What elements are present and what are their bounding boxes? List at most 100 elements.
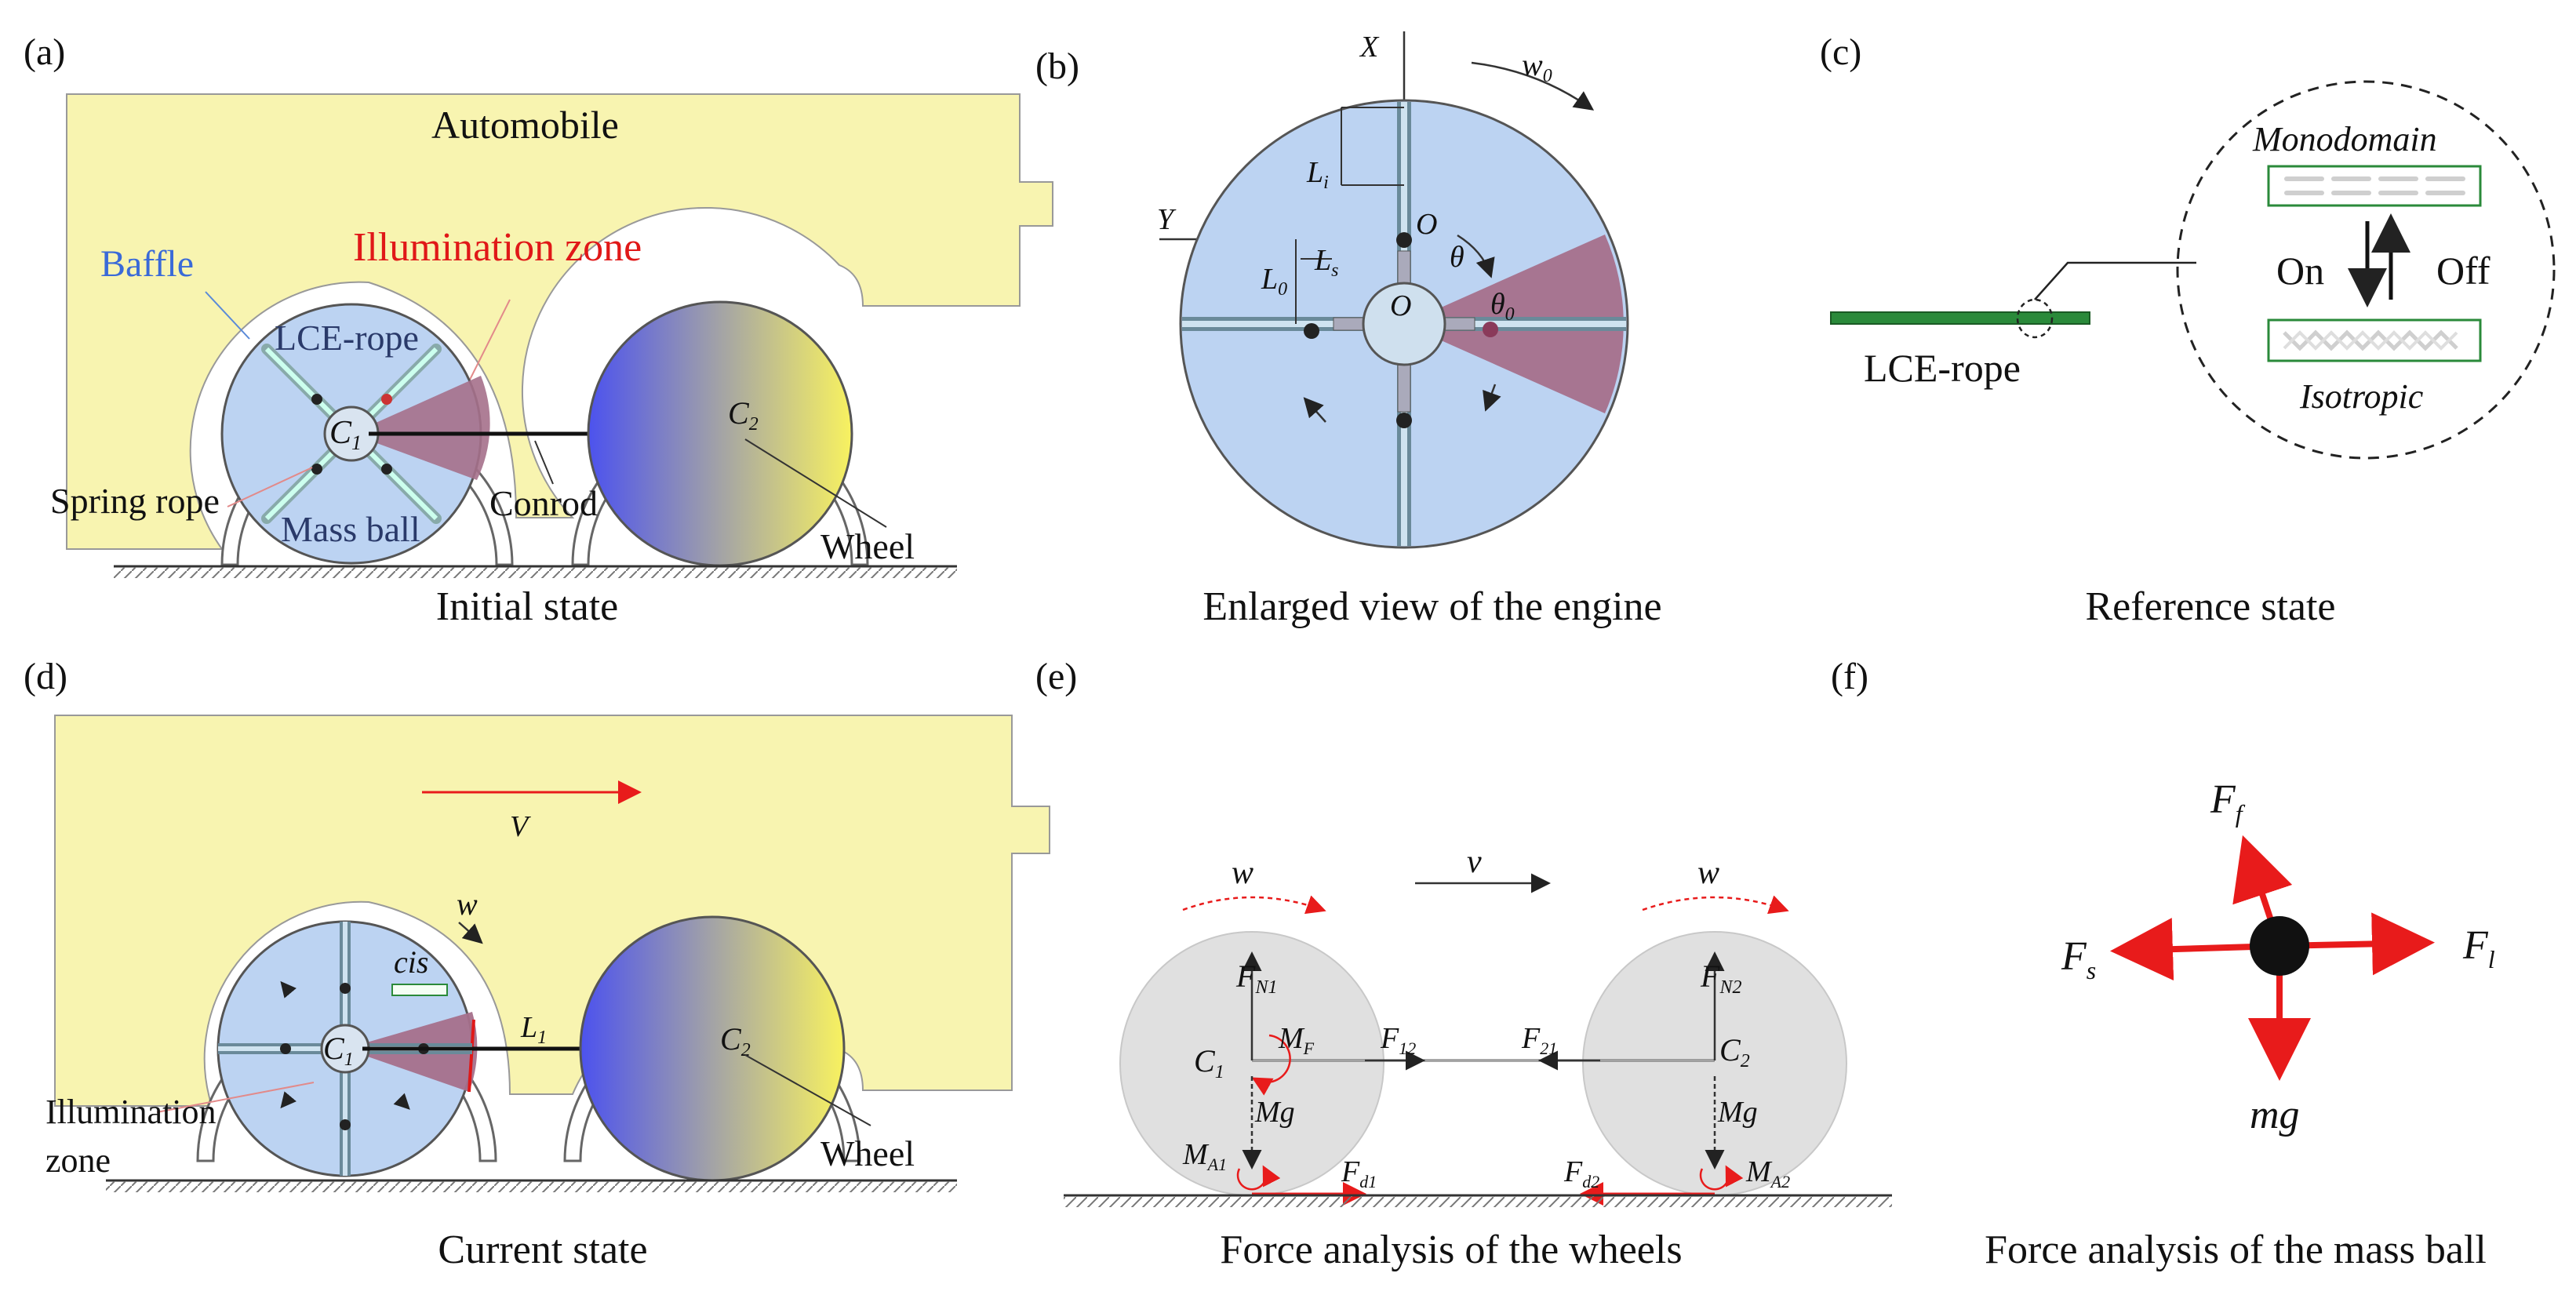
c1-label-d: C1 <box>323 1031 354 1070</box>
f12-label: F12 <box>1380 1022 1416 1058</box>
lce-rope-bar <box>1830 311 2090 325</box>
panel-a-letter: (a) <box>24 31 65 73</box>
baffle-leader <box>205 291 250 340</box>
conrod-leader <box>534 440 554 485</box>
ma2-label: MA2 <box>1745 1155 1790 1191</box>
mass-ball-b-bottom <box>1396 413 1412 428</box>
li-label: Li <box>1306 156 1329 193</box>
on-label: On <box>2276 249 2324 293</box>
fs-label: Fs <box>2061 934 2096 984</box>
w0-arrow <box>1471 61 1595 111</box>
c2-label-a: C2 <box>728 395 759 435</box>
automobile-label: Automobile <box>431 103 619 147</box>
zone-leader <box>464 299 511 391</box>
l0-label: L0 <box>1261 263 1287 300</box>
y-axis-label-b: Y <box>1157 203 1177 236</box>
panel-e-caption: Force analysis of the wheels <box>1220 1228 1682 1272</box>
rot-arrow-b2 <box>1483 384 1501 412</box>
mg-left-label: Mg <box>1254 1096 1295 1129</box>
mf-label: MF <box>1278 1022 1315 1058</box>
spring-leader <box>227 467 313 507</box>
mg-label-f: mg <box>2250 1093 2300 1137</box>
monodomain-film <box>2267 165 2482 207</box>
theta-arc <box>1457 234 1495 278</box>
ls-label: Ls <box>1314 244 1338 281</box>
panel-d: (d) V w C1 cis L1 C2 Whe <box>24 656 1050 1272</box>
illumination-label-d2: zone <box>45 1141 111 1180</box>
cis-film <box>391 984 448 996</box>
o-top-label: O <box>1416 208 1437 241</box>
cis-label: cis <box>394 944 428 980</box>
zoom-circle <box>2176 80 2556 460</box>
ff-label: Ff <box>2210 777 2246 828</box>
wheel-d <box>579 915 846 1182</box>
fd2-label: Fd2 <box>1563 1155 1599 1191</box>
panel-c: (c) LCE-rope Monodomain On Off Isotropic… <box>1820 31 2556 629</box>
panel-c-letter: (c) <box>1820 31 1861 73</box>
c1-label-a: C1 <box>329 415 362 454</box>
mass-ball-b-top <box>1396 232 1412 248</box>
mg-right-label: Mg <box>1717 1096 1758 1129</box>
mass-ball-a3 <box>311 464 322 475</box>
panel-b: (b) X Y w0 O O Li L0 <box>1035 31 1662 629</box>
wheel-leader-a <box>744 438 887 528</box>
panel-a: (a) Automobile Baffle Illumination zone … <box>24 31 1053 629</box>
theta-label: θ <box>1450 241 1464 274</box>
panel-f-caption: Force analysis of the mass ball <box>1985 1228 2487 1272</box>
panel-d-letter: (d) <box>24 656 67 697</box>
panel-d-caption: Current state <box>438 1228 647 1272</box>
c2-label-d: C2 <box>720 1021 751 1060</box>
ground-hatch-a <box>114 567 957 578</box>
mass-ball-b-left <box>1304 323 1319 339</box>
mass-ball-a4 <box>381 464 392 475</box>
o-center-label: O <box>1390 289 1411 322</box>
w-label-d: w <box>457 886 478 922</box>
x-axis-label-b: X <box>1359 31 1380 64</box>
lce-zoom-leader <box>2034 261 2196 300</box>
mf-arc <box>1251 1034 1291 1096</box>
c1-label-e: C1 <box>1194 1043 1224 1082</box>
panel-a-caption: Initial state <box>436 584 618 629</box>
panel-c-caption: Reference state <box>2085 584 2335 629</box>
theta0-label: θ0 <box>1490 288 1515 325</box>
fd1-label: Fd1 <box>1341 1155 1377 1191</box>
conrod-label: Conrod <box>489 483 598 523</box>
rot-arrow-b1 <box>1303 397 1326 423</box>
mass-ball-a1 <box>311 394 322 405</box>
illumination-zone-label: Illumination zone <box>353 225 642 270</box>
fn2-label: FN2 <box>1700 959 1741 998</box>
isotropic-label: Isotropic <box>2299 377 2424 416</box>
panel-f: (f) Ff Fs Fl mg Force analysis of the ma… <box>1831 656 2495 1272</box>
mass-ball-f <box>2250 916 2309 976</box>
panel-b-letter: (b) <box>1035 45 1079 87</box>
spring-rope-label: Spring rope <box>50 481 220 521</box>
isotropic-film <box>2267 318 2482 362</box>
v-label-e: v <box>1467 844 1482 880</box>
monodomain-label: Monodomain <box>2252 120 2437 158</box>
w-left-label: w <box>1232 855 1253 891</box>
ma1-label: MA1 <box>1182 1138 1227 1174</box>
panel-e-letter: (e) <box>1035 656 1077 697</box>
v-label-d: V <box>510 810 531 843</box>
baffle-label: Baffle <box>100 243 194 285</box>
w-arc-right <box>1642 895 1789 915</box>
lce-rope-label-a: LCE-rope <box>275 318 419 358</box>
hub-b <box>1362 282 1446 366</box>
w-arc-left <box>1182 895 1326 915</box>
wheel-label-d: Wheel <box>820 1133 915 1173</box>
mass-ball-a2 <box>381 394 392 405</box>
mass-ball-label: Mass ball <box>281 509 420 549</box>
wheel-a <box>587 300 853 567</box>
c2-label-e: C2 <box>1719 1032 1750 1071</box>
lce-zoom-marker <box>2016 298 2054 339</box>
illumination-sector-a <box>351 376 490 480</box>
panel-f-letter: (f) <box>1831 656 1868 697</box>
fl-label: Fl <box>2462 923 2495 973</box>
fn1-label: FN1 <box>1235 959 1277 998</box>
panel-b-caption: Enlarged view of the engine <box>1202 584 1661 629</box>
w0-label: w0 <box>1522 47 1552 86</box>
f21-label: F21 <box>1521 1022 1557 1058</box>
w-right-label: w <box>1697 855 1719 891</box>
wheel-label-a: Wheel <box>820 526 915 566</box>
